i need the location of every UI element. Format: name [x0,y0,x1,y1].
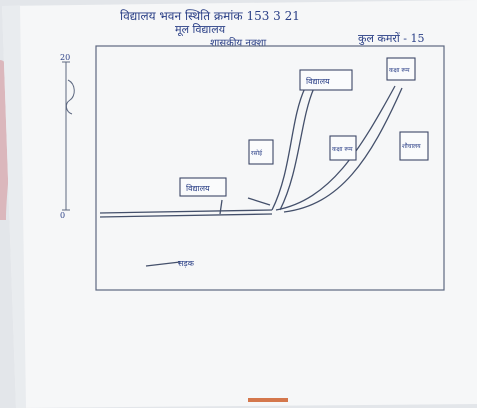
block-upper [299,69,353,91]
main-road [99,85,403,218]
block-top-right-label: कक्षा रूम [389,67,410,74]
scale-note: कुल कमरों - 15 [358,32,424,45]
header-line-1: विद्यालय भवन स्थिति क्रमांक 153 3 21 [120,9,300,23]
vertical-scale-bottom: 0 [60,211,65,220]
block-upper-label: विद्यालय [306,76,330,86]
vertical-scale [62,61,75,211]
block-right-box-label: शौचालय [402,142,421,150]
block-center-label: विद्यालय [186,183,210,193]
bottom-marker [248,398,288,402]
block-center [179,177,227,197]
header-line-2: मूल विद्यालय [175,23,226,37]
road-label-line [145,261,181,267]
header-line-3: शासकीय नक्शा [210,37,267,49]
block-mid-left [248,139,274,165]
road-label: सड़क [178,259,195,268]
block-mid-left-label: रसोई [251,149,263,157]
block-mid-right-label: कक्षा रूम [332,146,353,153]
block-top-right [386,57,416,81]
plan-frame [95,45,445,291]
vertical-scale-top: 20 [60,53,70,62]
block-mid-right [329,135,357,161]
block-right-box [399,131,429,161]
